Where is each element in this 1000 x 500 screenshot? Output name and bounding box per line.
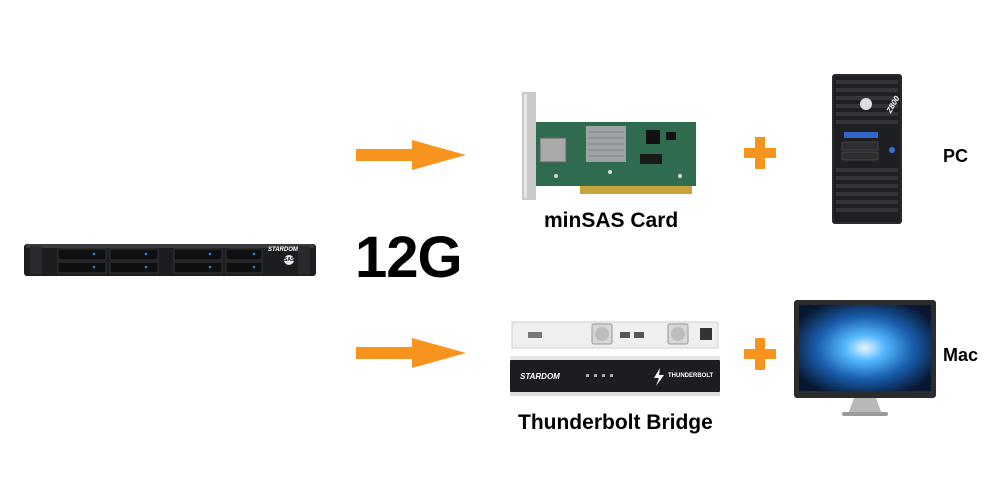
raid-logo: STARDOM: [268, 247, 298, 253]
bridge-logo: STARDOM: [520, 372, 560, 381]
pc-tower-image: Z800: [830, 74, 904, 226]
host-label-pc: PC: [943, 146, 969, 166]
raid-enclosure-image: STARDOM SAS: [24, 238, 316, 282]
imac-image: [794, 300, 936, 418]
arrow-right-icon: [356, 140, 466, 170]
raid-sas-badge: SAS: [284, 257, 295, 263]
adapter-label-thunderbolt: Thunderbolt Bridge: [518, 411, 713, 434]
bridge-thunderbolt-text: THUNDERBOLT: [668, 373, 714, 379]
arrow-right-icon: [356, 338, 466, 368]
speed-label: 12G: [355, 225, 463, 290]
thunderbolt-bridge-image: STARDOM THUNDERBOLT: [508, 310, 722, 398]
plus-icon: [744, 137, 776, 169]
host-label-mac: Mac: [943, 345, 979, 365]
plus-icon: [744, 338, 776, 370]
adapter-label-minisas: minSAS Card: [544, 209, 679, 232]
minisas-card-image: [520, 92, 700, 202]
